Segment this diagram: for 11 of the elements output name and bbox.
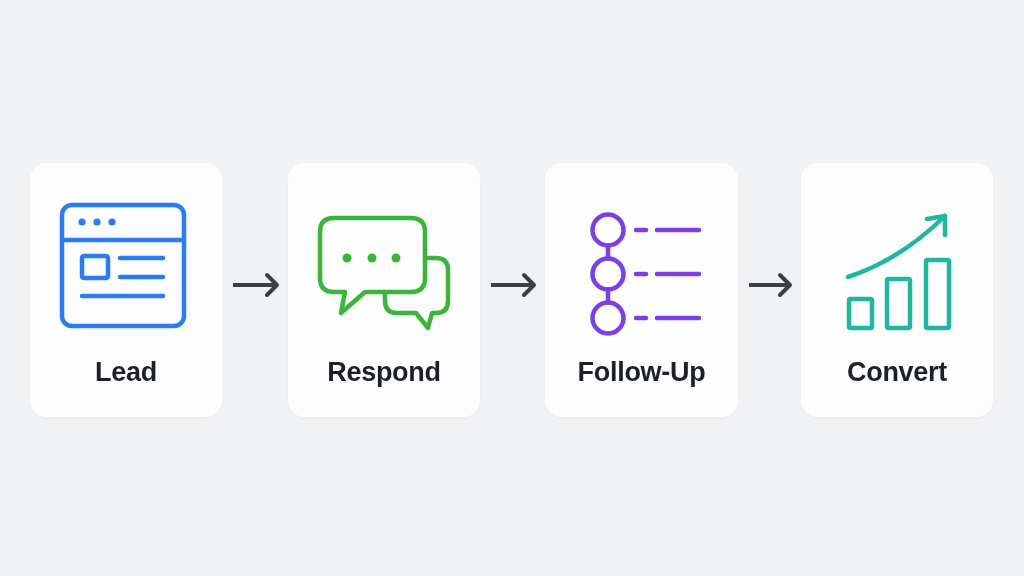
step-card <box>288 163 480 417</box>
step-label: Convert <box>847 356 947 388</box>
arrow <box>491 273 536 297</box>
step-label: Follow-Up <box>577 356 706 388</box>
step-card <box>801 163 993 417</box>
step-card <box>545 163 738 417</box>
arrow <box>749 273 792 297</box>
step-label: Respond <box>327 356 441 388</box>
step-label: Lead <box>95 356 157 388</box>
arrow <box>233 273 279 297</box>
step-card <box>30 163 222 417</box>
